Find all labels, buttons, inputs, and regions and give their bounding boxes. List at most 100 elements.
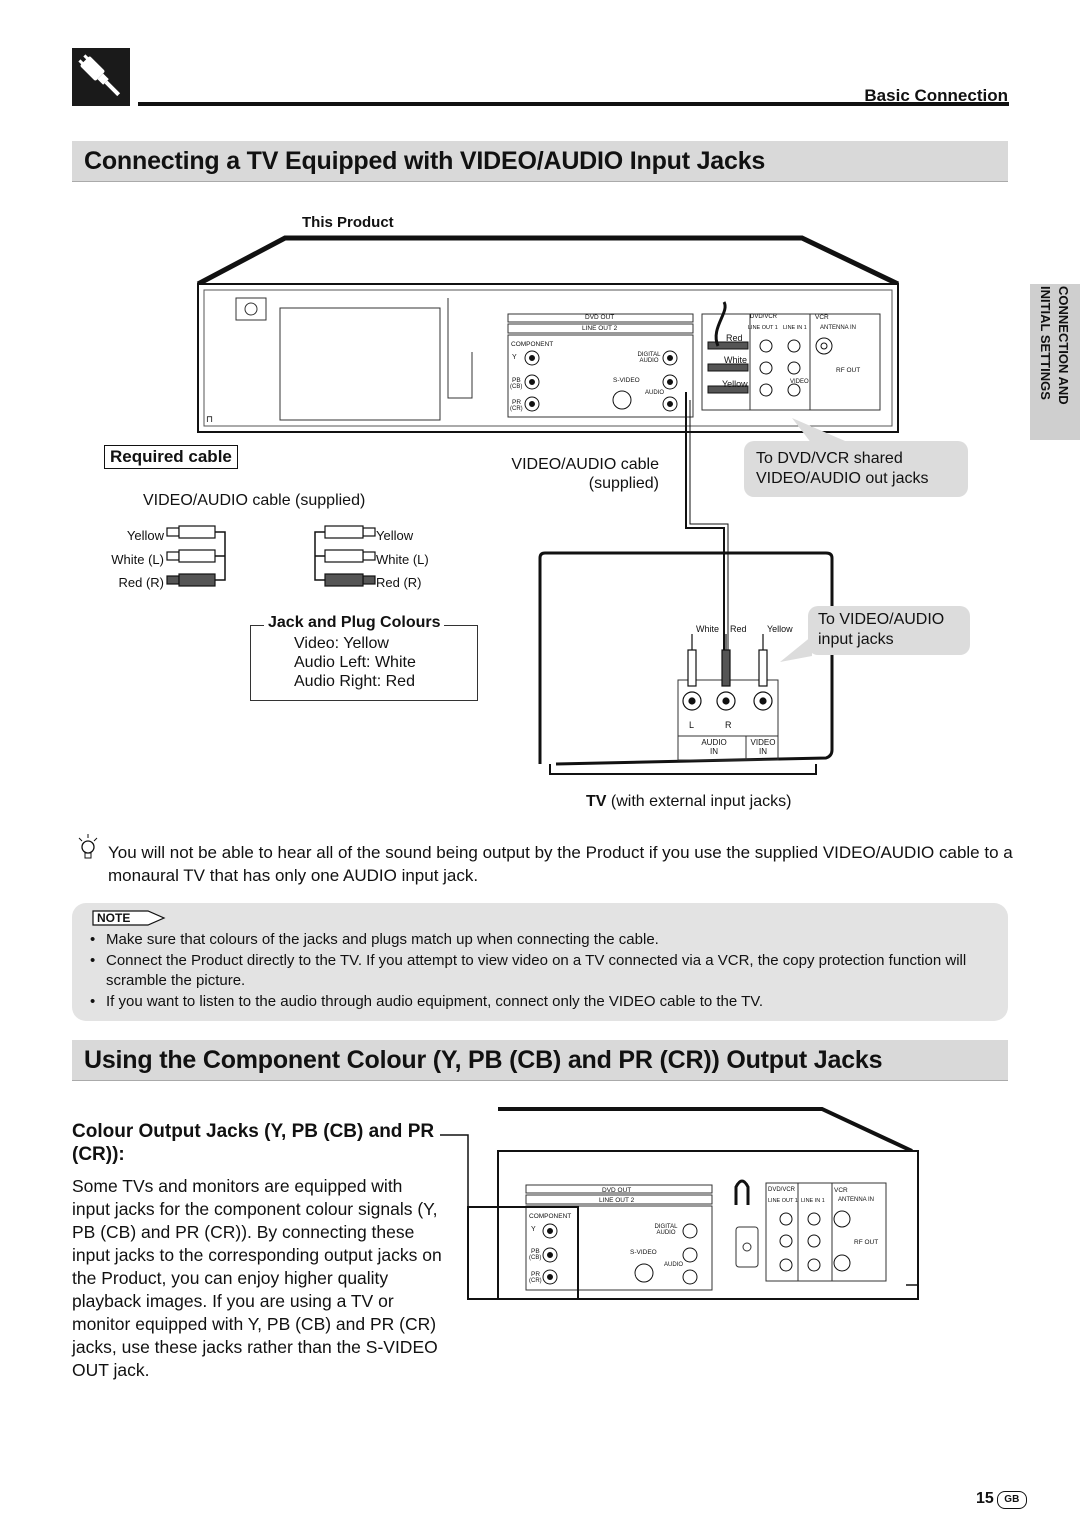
callout-av-out-line1: To DVD/VCR shared [756, 450, 903, 467]
y-label-2: Y [531, 1226, 536, 1233]
product-rear-panel: ⊓ [196, 235, 900, 437]
dvd-out-label-2: DVD OUT [602, 1187, 632, 1194]
pb-label-2: PB [531, 1248, 540, 1255]
plug-left-white: White (L) [111, 551, 164, 567]
tv-video-in-line1: VIDEO [750, 738, 776, 747]
antenna-in-label: ANTENNA IN [820, 325, 857, 331]
rf-out-label: RF OUT [836, 367, 861, 374]
cr-label: (CR) [510, 406, 523, 412]
white-plug-label: White [724, 355, 748, 365]
dvd-vcr-label: DVD/VCR [750, 314, 778, 320]
line-in-1-label: LINE IN 1 [783, 325, 807, 331]
component-label-2: COMPONENT [529, 1213, 572, 1220]
digital-audio-label-2: DIGITAL AUDIO [654, 1224, 678, 1236]
cable-label-line1: VIDEO/AUDIO cable [511, 456, 659, 473]
cr-label-2: (CR) [529, 1278, 542, 1284]
plug-labels-right: Yellow White (L) Red (R) [376, 524, 429, 595]
section-label: Basic Connection [864, 86, 1008, 105]
tv-yellow-plug: Yellow [767, 624, 793, 634]
plug-right-red: Red (R) [376, 575, 422, 590]
dvd-vcr-label-2: DVD/VCR [768, 1187, 796, 1193]
cb-label-2: (CB) [529, 1255, 542, 1261]
cable-supplied-label: VIDEO/AUDIO cable (supplied) [143, 492, 366, 509]
digital-audio-label: DIGITAL AUDIO [637, 352, 661, 364]
audio-label-2: AUDIO [664, 1262, 684, 1268]
plug-right-white: White (L) [376, 551, 429, 567]
this-product-label: This Product [302, 214, 394, 231]
tv-r-label: R [725, 720, 732, 730]
header-rule [138, 102, 1009, 106]
rca-cable-illustration [166, 525, 376, 587]
vcr-label-2: VCR [834, 1187, 848, 1194]
tip-text: You will not be able to hear all of the … [108, 843, 1013, 885]
tv-label-bold: TV [586, 793, 607, 810]
pr-label: PR [512, 399, 522, 406]
section1-title: Connecting a TV Equipped with VIDEO/AUDI… [84, 147, 766, 175]
callout-av-in: To VIDEO/AUDIO input jacks [808, 606, 970, 655]
tv-label-rest: (with external input jacks) [606, 793, 792, 810]
tv-rear-panel [538, 551, 834, 775]
jack-colours-list: Video: Yellow Audio Left: White Audio Ri… [294, 634, 416, 691]
antenna-in-label-2: ANTENNA IN [838, 1197, 875, 1203]
s-video-label-2: S-VIDEO [630, 1249, 657, 1256]
jack-colour-audio-right: Audio Right: Red [294, 673, 415, 690]
required-cable-label: Required cable [104, 445, 238, 469]
svg-text:⊓: ⊓ [206, 414, 213, 424]
tv-audio-in-line1: AUDIO [701, 738, 727, 747]
line-out-2-label-2: LINE OUT 2 [599, 1197, 635, 1204]
tv-red-plug: Red [730, 624, 747, 634]
section2-subheading: Colour Output Jacks (Y, PB (CB) and PR (… [72, 1121, 435, 1165]
red-plug-label: Red [726, 333, 743, 343]
side-tab-line2: INITIAL SETTINGS [1038, 286, 1053, 400]
tv-label: TV (with external input jacks) [586, 793, 791, 811]
av-cable-route [685, 400, 729, 658]
line-out-1-label-2: LINE OUT 1 [768, 1198, 798, 1204]
callout-av-in-line1: To VIDEO/AUDIO [818, 611, 945, 628]
callout-av-in-pointer [780, 636, 812, 662]
connector-plug-icon [72, 48, 130, 106]
y-label: Y [512, 354, 517, 361]
jack-colours-title: Jack and Plug Colours [264, 614, 445, 632]
side-tab-line1: CONNECTION AND [1056, 286, 1071, 405]
note-item: Make sure that colours of the jacks and … [86, 930, 996, 951]
note-list: Make sure that colours of the jacks and … [86, 930, 996, 1012]
plug-left-yellow: Yellow [126, 528, 164, 543]
lightbulb-icon [78, 834, 98, 859]
pr-label-2: PR [531, 1271, 541, 1278]
line-in-1-label-2: LINE IN 1 [801, 1198, 825, 1204]
tv-audio-in-label: AUDIO IN [690, 738, 738, 756]
callout-av-in-line2: input jacks [818, 631, 894, 648]
section2-title: Using the Component Colour (Y, PB (CB) a… [84, 1046, 883, 1074]
s-video-label: S-VIDEO [613, 377, 640, 384]
component-jacks-panel [440, 1107, 919, 1300]
note-tag [92, 910, 166, 926]
jack-colour-audio-left: Audio Left: White [294, 654, 416, 671]
yellow-plug-label: Yellow [722, 379, 748, 389]
plug-right-yellow: Yellow [376, 528, 414, 543]
component-label: COMPONENT [511, 341, 554, 348]
cb-label: (CB) [510, 384, 523, 390]
tv-video-in-label: VIDEO IN [748, 738, 778, 756]
note-item: Connect the Product directly to the TV. … [86, 951, 996, 992]
tv-l-label: L [689, 720, 695, 730]
page-number-value: 15 [976, 1490, 994, 1507]
cable-label-line2: (supplied) [588, 475, 659, 492]
video-label: VIDEO [790, 379, 809, 385]
note-tag-label: NOTE [97, 911, 131, 925]
dvd-out-label: DVD OUT [585, 314, 615, 321]
note-item: If you want to listen to the audio throu… [86, 992, 996, 1013]
callout-av-out: To DVD/VCR shared VIDEO/AUDIO out jacks [744, 441, 968, 497]
tv-video-in-line2: IN [759, 747, 767, 756]
callout-av-out-pointer [792, 418, 852, 444]
audio-label: AUDIO [645, 390, 665, 396]
region-badge: GB [996, 1491, 1027, 1509]
section2-title-band: Using the Component Colour (Y, PB (CB) a… [72, 1040, 1008, 1081]
line-out-2-label: LINE OUT 2 [582, 325, 618, 332]
section1-title-band: Connecting a TV Equipped with VIDEO/AUDI… [72, 141, 1008, 182]
section2-body: Some TVs and monitors are equipped with … [72, 1176, 442, 1380]
pb-label: PB [512, 377, 521, 384]
plug-labels-left: Yellow White (L) Red (R) [96, 524, 164, 595]
line-out-1-label: LINE OUT 1 [748, 325, 778, 331]
rf-out-label-2: RF OUT [854, 1239, 879, 1246]
